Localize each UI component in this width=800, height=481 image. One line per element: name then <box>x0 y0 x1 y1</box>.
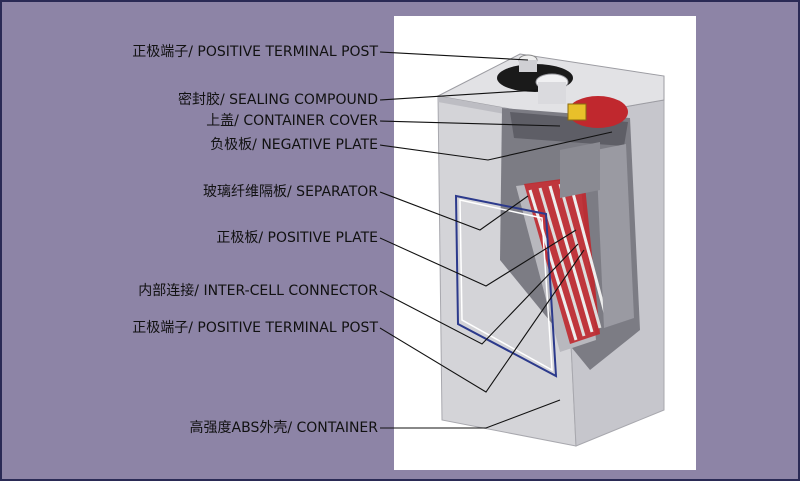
plate-stack <box>516 144 634 352</box>
leader-separator <box>379 191 529 231</box>
label-inter-cell-connector: 内部连接/ INTER-CELL CONNECTOR <box>138 283 378 299</box>
label-container-cover: 上盖/ CONTAINER COVER <box>206 113 378 129</box>
leader-sealing-compound <box>379 89 539 101</box>
label-container: 高强度ABS外壳/ CONTAINER <box>189 420 378 436</box>
label-positive-terminal-post-bottom: 正极端子/ POSITIVE TERMINAL POST <box>132 320 378 336</box>
leader-negative-plate <box>379 131 613 161</box>
label-sealing-compound: 密封胶/ SEALING COMPOUND <box>177 92 378 108</box>
label-separator: 玻璃纤维隔板/ SEPARATOR <box>203 184 378 200</box>
label-positive-plate: 正极板/ POSITIVE PLATE <box>216 230 378 246</box>
leader-positive-plate <box>379 229 577 287</box>
leader-container-cover <box>379 120 561 127</box>
leader-positive-terminal-top <box>379 51 529 61</box>
terminal-insert <box>567 103 587 121</box>
label-negative-plate: 负极板/ NEGATIVE PLATE <box>210 137 378 153</box>
label-positive-terminal-post-top: 正极端子/ POSITIVE TERMINAL POST <box>132 44 378 60</box>
leader-positive-terminal-bottom <box>379 249 585 393</box>
leader-inter-cell-connector <box>379 243 579 345</box>
leader-lines <box>379 51 613 429</box>
separator-outline <box>454 194 558 378</box>
inter-cell-strap <box>560 142 600 198</box>
leader-container <box>380 399 561 429</box>
